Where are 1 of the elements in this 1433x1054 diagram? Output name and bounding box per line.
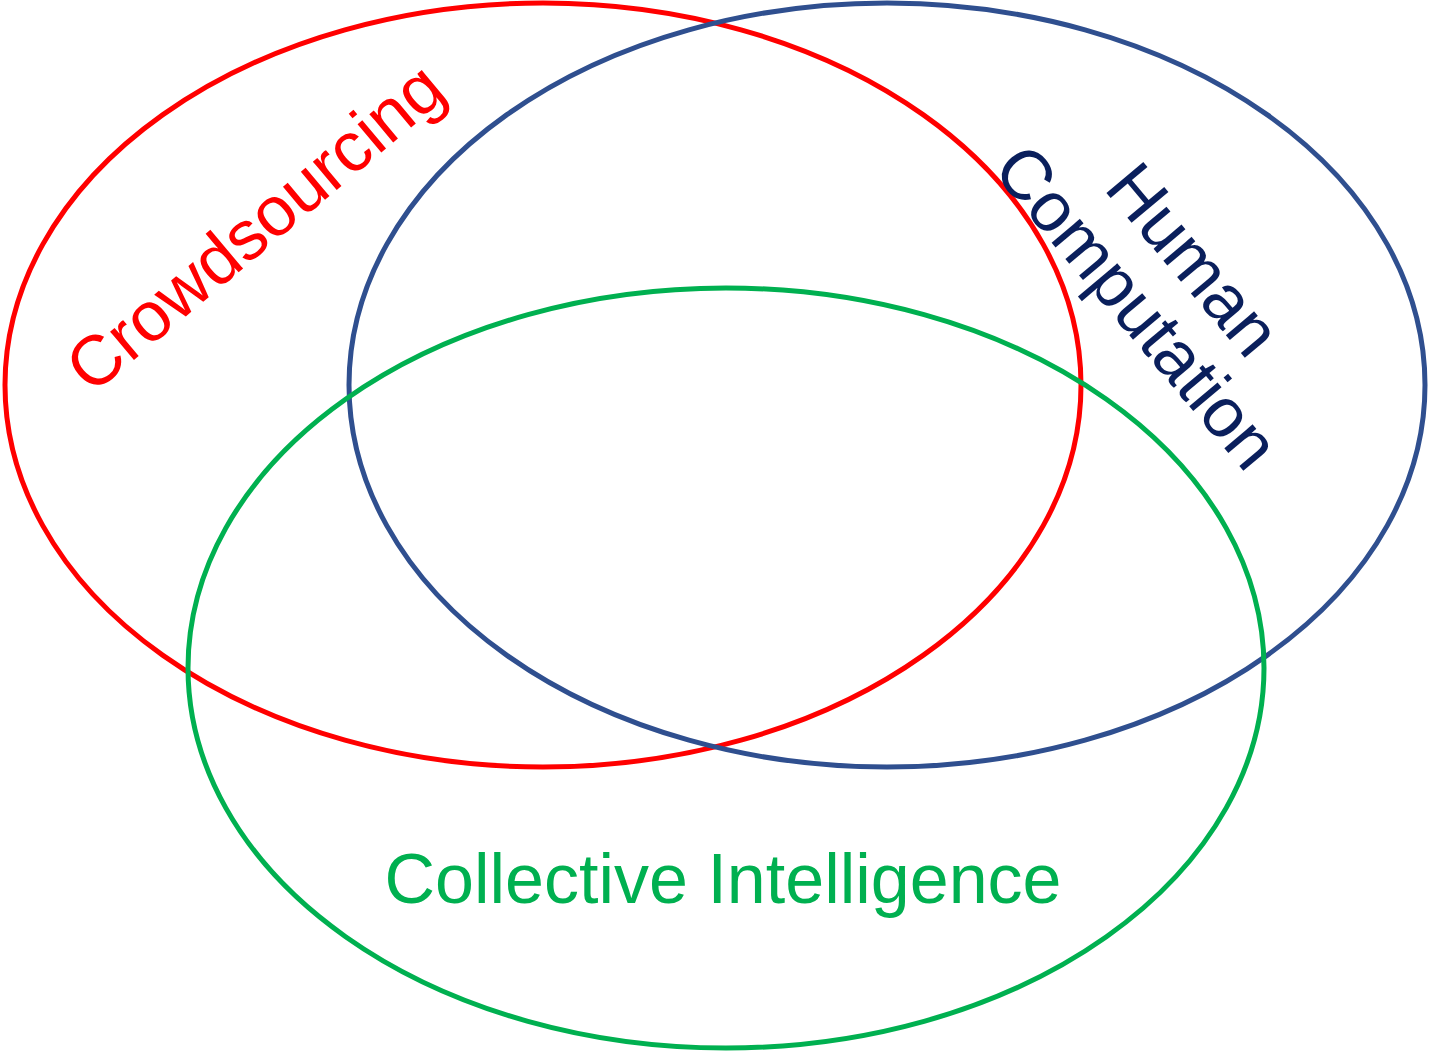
set-label: Collective Intelligence: [384, 843, 1062, 917]
